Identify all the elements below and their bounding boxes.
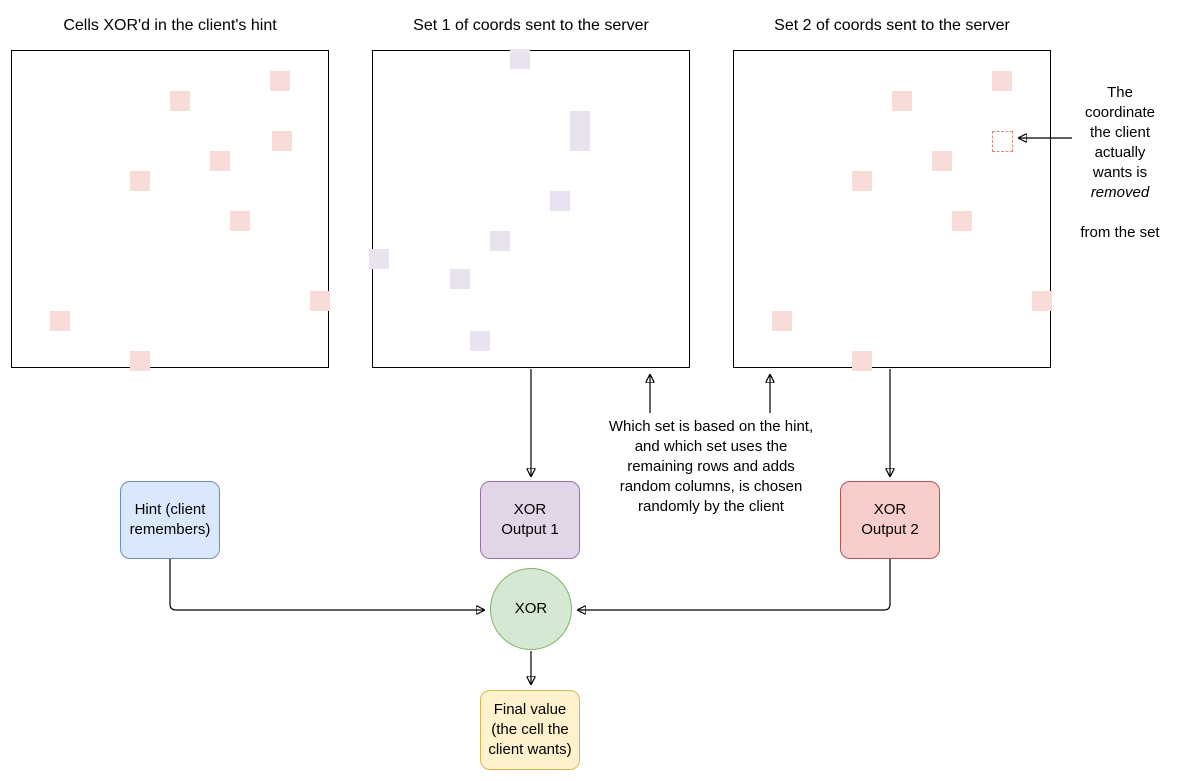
xor-output-1-node: XOR Output 1 — [480, 481, 580, 559]
grid-cell — [130, 171, 150, 191]
xor-circle-node: XOR — [490, 568, 572, 650]
grid-cell — [270, 71, 290, 91]
grid-cell — [510, 49, 530, 69]
panel-set1-coords — [372, 50, 690, 368]
removed-coordinate-annotation: The coordinate the client actually wants… — [1060, 63, 1180, 263]
removed-note-italic: removed — [1090, 184, 1150, 201]
removed-cell-outline — [992, 131, 1013, 152]
panel2-title: Set 1 of coords sent to the server — [413, 17, 649, 34]
grid-cell — [230, 211, 250, 231]
grid-cell — [450, 269, 470, 289]
xor-output-2-node: XOR Output 2 — [840, 481, 940, 559]
grid-cell — [369, 249, 389, 269]
grid-cell — [50, 311, 70, 331]
connector-xor2-to-xor — [578, 559, 891, 610]
grid-cell — [490, 231, 510, 251]
connector-hint-to-xor — [169, 559, 484, 610]
which-set-annotation: Which set is based on the hint, and whic… — [608, 418, 814, 515]
final-value-node: Final value (the cell the client wants) — [480, 690, 580, 770]
grid-cell — [470, 331, 490, 351]
grid-cell — [550, 191, 570, 211]
grid-cell — [952, 211, 972, 231]
grid-cell — [272, 131, 292, 151]
panel3-title: Set 2 of coords sent to the server — [774, 17, 1010, 34]
grid-cell — [892, 91, 912, 111]
grid-cell — [992, 71, 1012, 91]
grid-cell — [570, 111, 590, 131]
grid-cell — [932, 151, 952, 171]
grid-cell — [852, 351, 872, 371]
grid-cell — [772, 311, 792, 331]
panel1-title: Cells XOR'd in the client's hint — [63, 17, 277, 34]
hint-node: Hint (client remembers) — [120, 481, 220, 559]
grid-cell — [852, 171, 872, 191]
grid-cell — [310, 291, 330, 311]
removed-note-after: from the set — [1080, 224, 1160, 241]
grid-cell — [210, 151, 230, 171]
removed-note-before: The coordinate the client actually wants… — [1084, 84, 1156, 181]
grid-cell — [570, 131, 590, 151]
grid-cell — [170, 91, 190, 111]
grid-cell — [1032, 291, 1052, 311]
grid-cell — [130, 351, 150, 371]
